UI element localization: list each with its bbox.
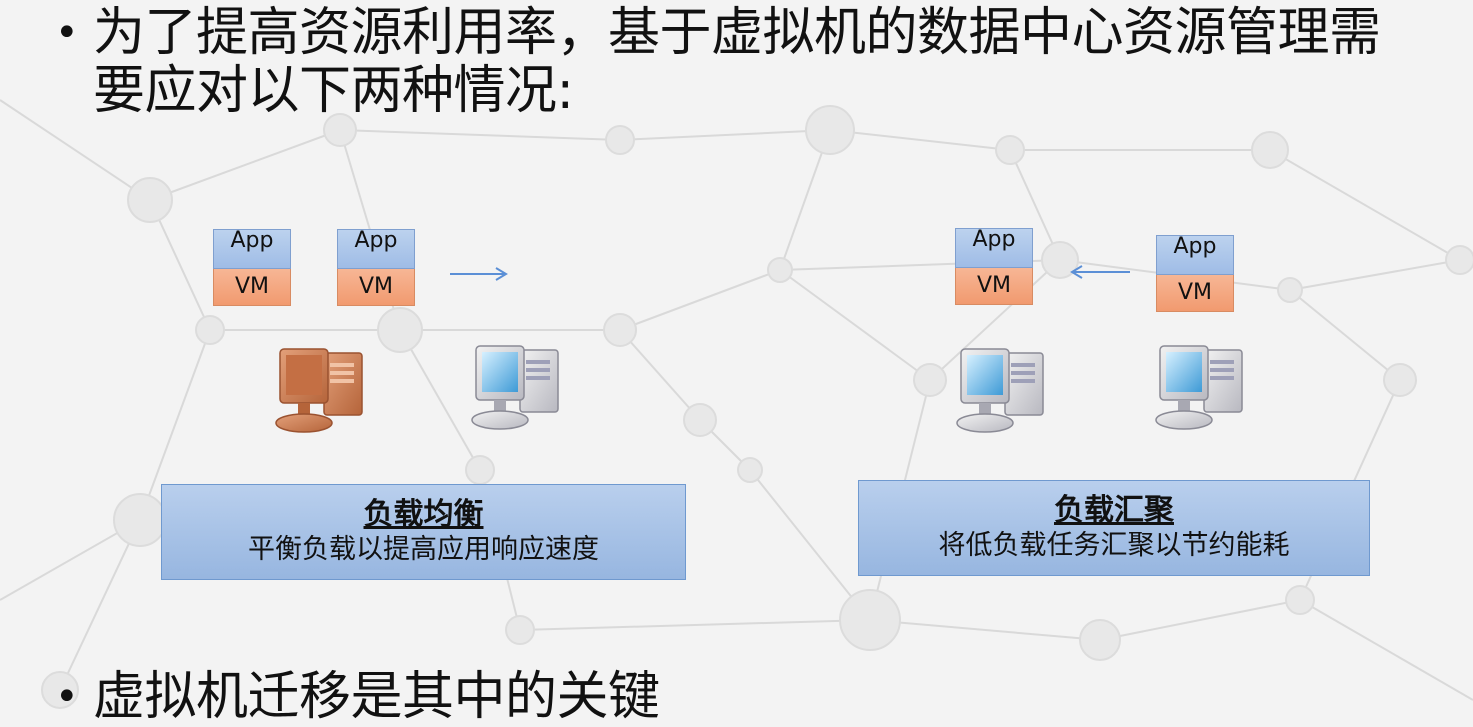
vm-stack: App VM	[337, 229, 415, 306]
computer-icon	[1155, 345, 1243, 430]
vm-stack: App VM	[213, 229, 291, 306]
computer-icon	[956, 348, 1044, 433]
bullet-marker: •	[55, 10, 79, 56]
app-layer: App	[1156, 235, 1234, 275]
bullet-marker: •	[55, 674, 79, 720]
app-layer: App	[955, 228, 1033, 268]
load-balancing-label: 负载均衡 平衡负载以提高应用响应速度	[161, 484, 686, 580]
bullet-text: 为了提高资源利用率，基于虚拟机的数据中心资源管理需要应对以下两种情况:	[93, 3, 1381, 121]
bullet-point-intro: • 为了提高资源利用率，基于虚拟机的数据中心资源管理需要应对以下两种情况:	[55, 4, 1423, 120]
vm-layer: VM	[337, 269, 415, 306]
load-consolidation-subtitle: 将低负载任务汇聚以节约能耗	[938, 530, 1290, 561]
load-balancing-title: 负载均衡	[363, 497, 484, 532]
migration-arrow-left-icon	[1070, 265, 1130, 279]
busy-computer-icon	[275, 348, 363, 433]
vm-stack: App VM	[955, 228, 1033, 305]
computer-icon	[471, 345, 559, 430]
load-consolidation-label: 负载汇聚 将低负载任务汇聚以节约能耗	[858, 480, 1370, 576]
app-layer: App	[337, 229, 415, 269]
vm-layer: VM	[955, 268, 1033, 305]
load-balancing-subtitle: 平衡负载以提高应用响应速度	[248, 534, 599, 565]
bullet-text: 虚拟机迁移是其中的关键	[93, 667, 660, 727]
bullet-point-key: • 虚拟机迁移是其中的关键	[55, 668, 1423, 726]
vm-stack: App VM	[1156, 235, 1234, 312]
vm-layer: VM	[1156, 275, 1234, 312]
app-layer: App	[213, 229, 291, 269]
load-consolidation-title: 负载汇聚	[1054, 493, 1174, 528]
migration-arrow-right-icon	[450, 267, 508, 281]
vm-layer: VM	[213, 269, 291, 306]
